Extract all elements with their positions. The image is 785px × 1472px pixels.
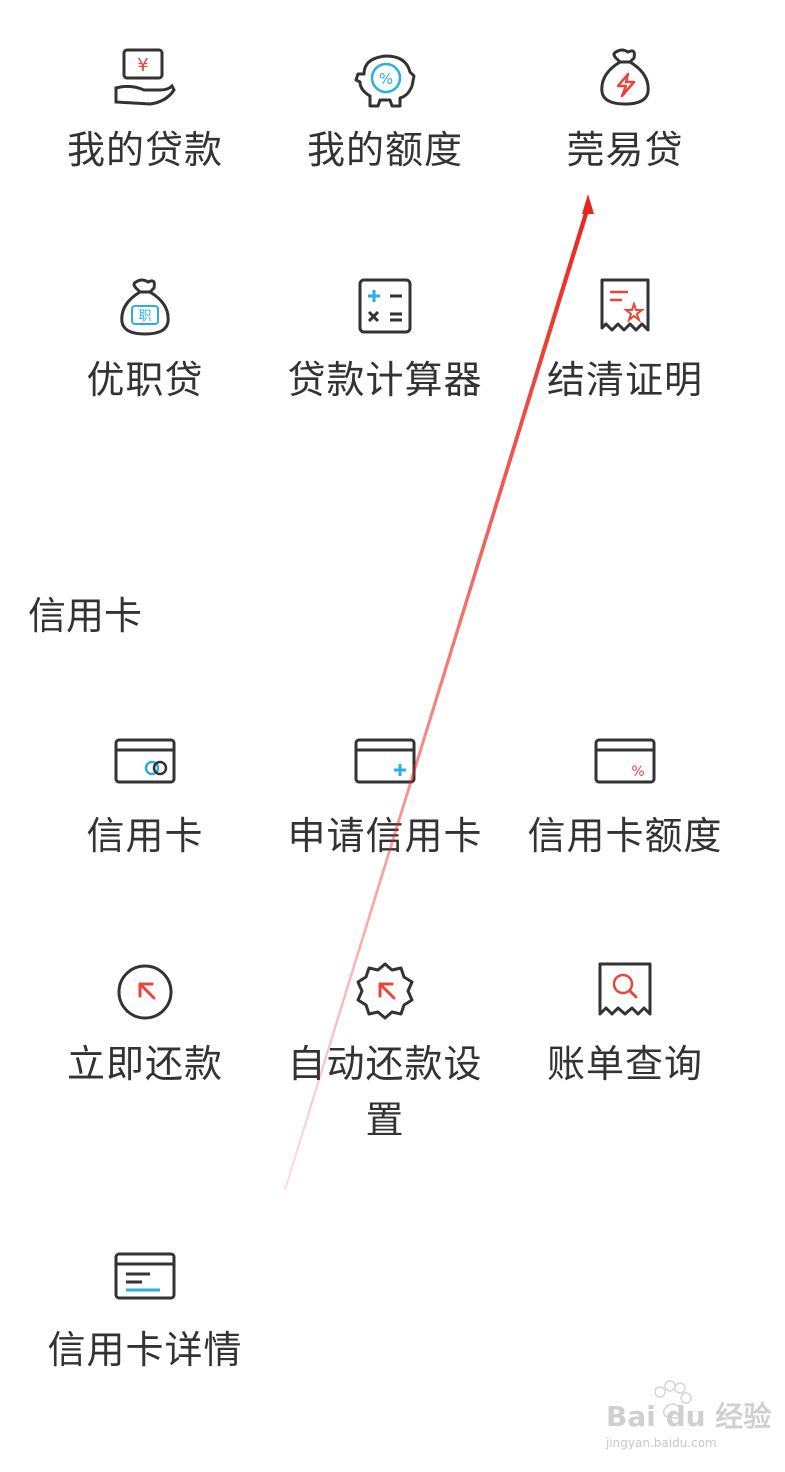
tile-credit-card-limit[interactable]: % 信用卡额度 [505, 730, 745, 864]
auto-repay-gear-icon [356, 962, 414, 1020]
tile-credit-card[interactable]: 信用卡 [25, 730, 265, 864]
tile-bill-inquiry[interactable]: 账单查询 [505, 958, 745, 1092]
bill-search-icon [598, 962, 652, 1016]
calculator-icon [358, 278, 412, 334]
tile-guan-yi-dai[interactable]: 莞易贷 [505, 44, 745, 178]
tile-you-zhi-dai[interactable]: 职 优职贷 [25, 274, 265, 408]
piggy-bank-icon: % [354, 54, 416, 108]
add-card-icon [354, 738, 416, 784]
tile-my-loans[interactable]: ¥ 我的贷款 [25, 44, 265, 178]
tile-label: 立即还款 [66, 1042, 223, 1086]
tile-label: 贷款计算器 [287, 358, 483, 402]
tile-label: 信用卡 [86, 814, 204, 858]
tile-label: 信用卡详情 [47, 1328, 243, 1372]
watermark-brand: Bai du 经验 [606, 1400, 771, 1433]
tile-credit-card-details[interactable]: 信用卡详情 [25, 1244, 265, 1378]
tile-label: 我的额度 [306, 128, 463, 172]
tile-label: 结清证明 [546, 358, 703, 402]
repay-now-icon [117, 964, 173, 1020]
tile-apply-credit-card[interactable]: 申请信用卡 [265, 730, 505, 864]
tile-label: 自动还款设置 [287, 1042, 483, 1142]
svg-text:%: % [631, 764, 644, 780]
tile-auto-repay-settings[interactable]: 自动还款设置 [265, 958, 505, 1148]
tile-loan-calculator[interactable]: 贷款计算器 [265, 274, 505, 408]
tile-repay-now[interactable]: 立即还款 [25, 958, 265, 1092]
card-detail-icon [114, 1252, 176, 1300]
tile-my-limit[interactable]: % 我的额度 [265, 44, 505, 178]
credit-card-icon [114, 738, 176, 784]
tile-label: 账单查询 [546, 1042, 703, 1086]
tile-label: 莞易贷 [566, 128, 684, 172]
section-title-credit-card: 信用卡 [28, 594, 143, 638]
money-bag-lightning-icon [600, 48, 650, 106]
tile-label: 我的贷款 [66, 128, 223, 172]
svg-text:¥: ¥ [137, 55, 148, 76]
watermark-url: jingyan.baidu.com [606, 1436, 717, 1450]
money-bag-job-icon: 职 [120, 278, 170, 336]
baidu-watermark-logo: Bai du 经验 [606, 1380, 771, 1433]
loan-hand-icon: ¥ [114, 48, 176, 106]
tile-label: 信用卡额度 [527, 814, 723, 858]
card-limit-icon: % [594, 738, 656, 784]
tile-settlement-certificate[interactable]: 结清证明 [505, 274, 745, 408]
tile-label: 申请信用卡 [287, 814, 483, 858]
svg-text:职: 职 [138, 309, 151, 324]
certificate-icon [600, 278, 650, 332]
svg-text:%: % [379, 70, 393, 88]
tile-label: 优职贷 [86, 358, 204, 402]
